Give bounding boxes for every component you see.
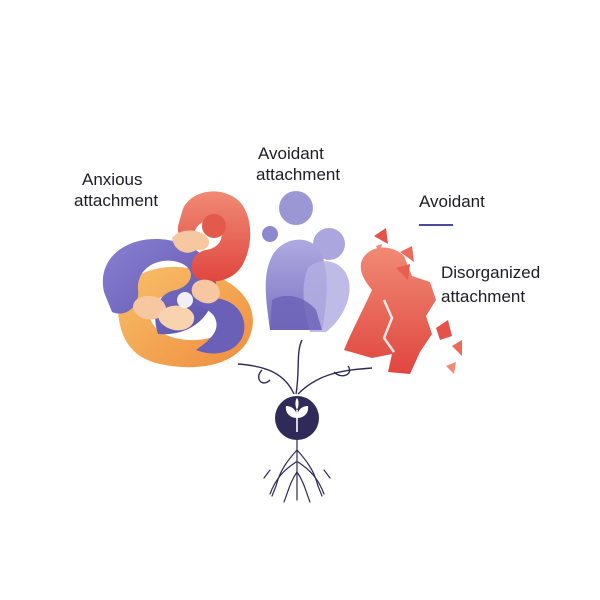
hand-top (172, 230, 210, 253)
hand-mid (191, 279, 220, 304)
anxious-attachment-label-line1: Anxious (82, 170, 143, 189)
avoidant-head-small (262, 226, 278, 242)
shard-3 (396, 264, 410, 280)
disorganized-attachment-label-line1: Disorganized (441, 263, 541, 282)
anxious-attachment-figures (102, 191, 253, 368)
disorganized-crack (382, 299, 396, 353)
avoidant-attachment-figures (262, 191, 350, 332)
avoidant-attachment-label-line1: Avoidant (258, 144, 324, 163)
tendril-center (295, 339, 303, 395)
tendril-left (237, 363, 295, 395)
coral-figure (177, 191, 251, 282)
avoidant-head-right (313, 228, 345, 260)
avoidant-head-large (279, 191, 313, 225)
roots-icon (263, 439, 331, 503)
shard-2 (400, 246, 414, 262)
disorganized-attachment-figure (344, 228, 462, 374)
shard-7 (376, 244, 382, 254)
shard-5 (452, 340, 462, 356)
hand-bottom (158, 305, 195, 331)
tendril-right (297, 367, 373, 395)
tendril-curl-right (333, 365, 351, 377)
disorganized-attachment-label-line2: attachment (441, 287, 526, 306)
avoidant-shadow (270, 295, 322, 330)
avoidant-legend-label: Avoidant (419, 192, 485, 211)
shard-4 (436, 320, 452, 340)
center-seed (275, 396, 319, 440)
swirl-eye (177, 292, 193, 308)
connecting-tendrils (237, 339, 373, 395)
avoidant-attachment-label-line2: attachment (256, 165, 341, 184)
shard-1 (374, 228, 388, 244)
hand-left (133, 295, 166, 320)
tendril-curl-left (258, 369, 271, 384)
anxious-attachment-label-line2: attachment (74, 191, 159, 210)
purple-figure-arm (190, 297, 245, 354)
sprout-icon (285, 398, 309, 432)
coral-figure-head (202, 214, 226, 238)
shard-6 (446, 362, 456, 374)
avoidant-legend-underline (419, 224, 453, 226)
